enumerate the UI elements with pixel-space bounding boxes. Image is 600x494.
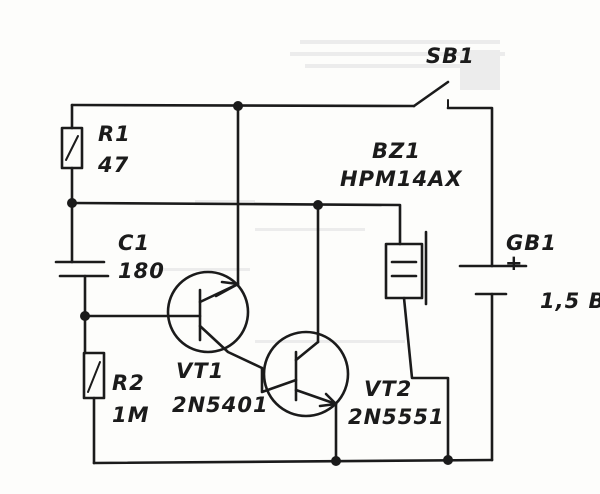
- wire-top-rail: [70, 103, 416, 108]
- label-vt2-ref: VT2: [364, 377, 412, 401]
- label-r2-value: 1M: [112, 403, 150, 427]
- wire-buzzer-bottom: [402, 296, 450, 462]
- label-c1-value: 180: [118, 259, 165, 283]
- resistor-r1: [60, 126, 84, 170]
- capacitor-c1: [54, 260, 110, 278]
- labels: SB1 R1 47 BZ1 HPM14AX C1 180 GB1 + 1,5 B…: [97, 44, 600, 429]
- resistor-r2: [82, 351, 106, 400]
- wire-switch-right: [446, 106, 494, 268]
- battery-gb1: [458, 264, 528, 296]
- junction-dots: [67, 101, 453, 466]
- label-sb1: SB1: [426, 44, 475, 68]
- label-c1-ref: C1: [118, 231, 150, 255]
- transistor-vt2: [260, 330, 350, 418]
- label-bz1-ref: BZ1: [372, 139, 421, 163]
- label-vt1-part: 2N5401: [172, 393, 269, 417]
- label-bz1-part: HPM14AX: [340, 167, 463, 191]
- label-gb1-ref: GB1: [506, 231, 557, 255]
- label-r2-ref: R2: [112, 371, 145, 395]
- transistor-vt1: [166, 270, 264, 370]
- paper-bleed-through: [150, 40, 505, 343]
- wire-feedback-bus: [70, 201, 402, 246]
- label-vt2-part: 2N5551: [348, 405, 445, 429]
- label-gb1-plus: +: [505, 251, 524, 275]
- switch-sb1: [412, 80, 450, 109]
- label-r1-ref: R1: [98, 122, 131, 146]
- label-gb1-voltage: 1,5 B: [540, 289, 600, 313]
- label-vt1-ref: VT1: [176, 359, 224, 383]
- wire-bottom-rail: [92, 458, 494, 465]
- buzzer-bz1: [384, 230, 428, 306]
- label-r1-value: 47: [97, 153, 129, 177]
